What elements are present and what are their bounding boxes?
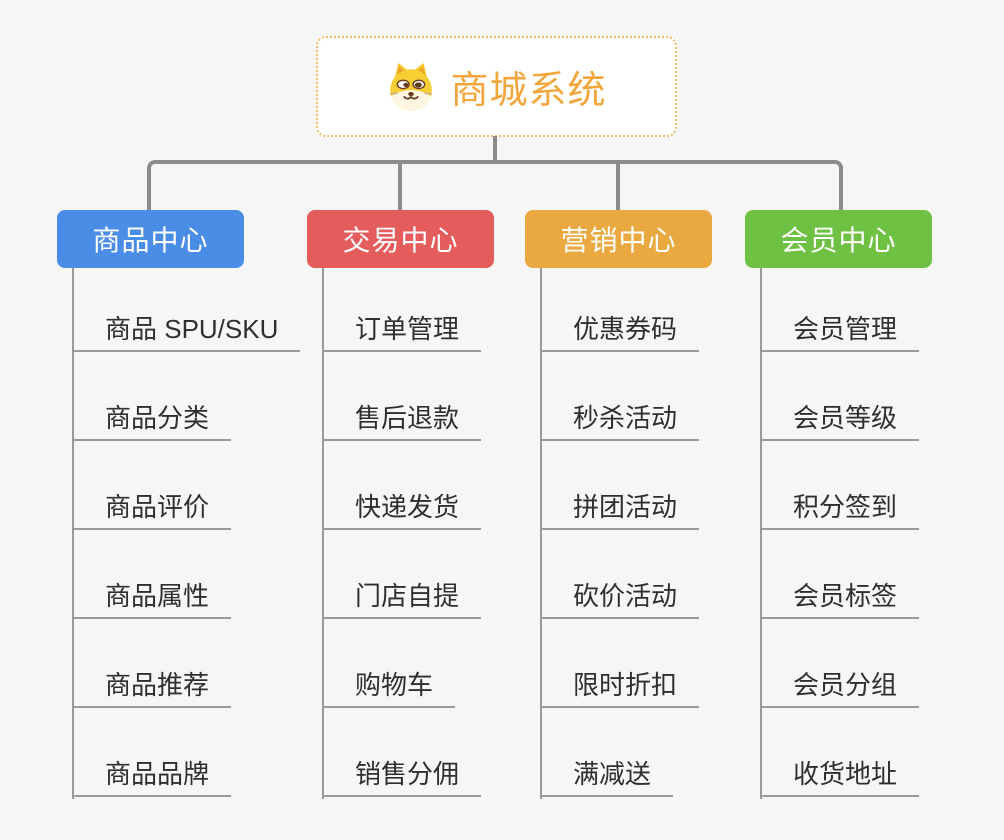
branch-node-marketing[interactable]: 营销中心 <box>525 210 712 268</box>
branch-rail <box>540 268 542 799</box>
connector-drop-branch-2 <box>398 160 402 212</box>
root-title: 商城系统 <box>450 70 607 112</box>
branch-node-product[interactable]: 商品中心 <box>57 210 244 268</box>
branch-column-member: 会员中心 会员管理会员等级积分签到会员标签会员分组收货地址 <box>745 210 995 820</box>
leaf-node[interactable]: 商品评价 <box>72 494 232 530</box>
leaf-node[interactable]: 会员分组 <box>760 672 920 708</box>
branch-label: 交易中心 <box>342 225 459 256</box>
leaf-list: 会员管理会员等级积分签到会员标签会员分组收货地址 <box>745 210 995 820</box>
leaf-node[interactable]: 订单管理 <box>322 316 482 352</box>
branch-label: 会员中心 <box>780 225 897 256</box>
leaf-node[interactable]: 满减送 <box>540 761 674 797</box>
leaf-node[interactable]: 拼团活动 <box>540 494 700 530</box>
leaf-node[interactable]: 商品推荐 <box>72 672 232 708</box>
leaf-node[interactable]: 销售分佣 <box>322 761 482 797</box>
shiba-dog-icon <box>386 62 436 112</box>
leaf-node[interactable]: 秒杀活动 <box>540 405 700 441</box>
leaf-node[interactable]: 快递发货 <box>322 494 482 530</box>
leaf-node[interactable]: 砍价活动 <box>540 583 700 619</box>
leaf-node[interactable]: 门店自提 <box>322 583 482 619</box>
branch-column-marketing: 营销中心 优惠券码秒杀活动拼团活动砍价活动限时折扣满减送 <box>525 210 775 820</box>
branch-column-product: 商品中心 商品 SPU/SKU 商品分类商品评价商品属性商品推荐商品品牌 <box>57 210 307 820</box>
branch-column-trade: 交易中心 订单管理售后退款快递发货门店自提购物车销售分佣 <box>307 210 557 820</box>
leaf-node[interactable]: 商品分类 <box>72 405 232 441</box>
leaf-node[interactable]: 购物车 <box>322 672 456 708</box>
leaf-node[interactable]: 商品品牌 <box>72 761 232 797</box>
connector-bus-left-elbow <box>147 160 495 212</box>
branch-label: 商品中心 <box>92 225 209 256</box>
branch-rail <box>760 268 762 799</box>
branch-rail <box>72 268 74 799</box>
leaf-node[interactable]: 会员标签 <box>760 583 920 619</box>
leaf-node[interactable]: 会员等级 <box>760 405 920 441</box>
branch-node-member[interactable]: 会员中心 <box>745 210 932 268</box>
connector-root-stem <box>493 136 497 162</box>
leaf-node[interactable]: 会员管理 <box>760 316 920 352</box>
branch-node-trade[interactable]: 交易中心 <box>307 210 494 268</box>
leaf-node[interactable]: 收货地址 <box>760 761 920 797</box>
leaf-list: 商品 SPU/SKU 商品分类商品评价商品属性商品推荐商品品牌 <box>57 210 307 820</box>
leaf-list: 订单管理售后退款快递发货门店自提购物车销售分佣 <box>307 210 557 820</box>
leaf-node[interactable]: 商品 SPU/SKU <box>72 316 301 352</box>
leaf-node[interactable]: 售后退款 <box>322 405 482 441</box>
branch-rail <box>322 268 324 799</box>
leaf-list: 优惠券码秒杀活动拼团活动砍价活动限时折扣满减送 <box>525 210 775 820</box>
leaf-node[interactable]: 优惠券码 <box>540 316 700 352</box>
connector-drop-branch-3 <box>616 160 620 212</box>
leaf-node[interactable]: 限时折扣 <box>540 672 700 708</box>
leaf-node[interactable]: 积分签到 <box>760 494 920 530</box>
leaf-node[interactable]: 商品属性 <box>72 583 232 619</box>
branch-label: 营销中心 <box>560 225 677 256</box>
root-node[interactable]: 商城系统 <box>316 36 677 137</box>
connector-bus-right-elbow <box>495 160 843 212</box>
